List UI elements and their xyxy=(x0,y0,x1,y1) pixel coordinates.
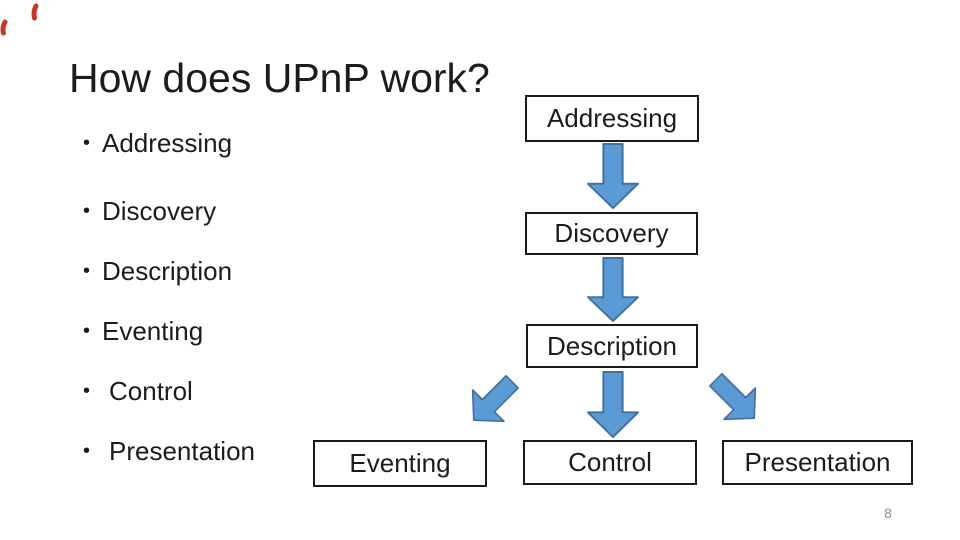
bullet-item-control: • Control xyxy=(83,375,193,407)
arrow-discovery-to-description-icon xyxy=(587,257,639,322)
bullet-item-presentation: • Presentation xyxy=(83,435,255,467)
flow-box-control: Control xyxy=(523,440,697,485)
bullet-label: Control xyxy=(109,376,193,406)
bullet-marker: • xyxy=(83,132,91,154)
bullet-label: Description xyxy=(102,256,233,286)
arrow-description-to-presentation-icon xyxy=(699,363,771,435)
flow-box-label: Presentation xyxy=(744,447,891,477)
bullet-marker: • xyxy=(83,320,91,342)
bullet-label: Discovery xyxy=(102,196,217,226)
flow-box-label: Discovery xyxy=(554,218,669,248)
slide-title: How does UPnP work? xyxy=(69,55,490,101)
bullet-marker: • xyxy=(83,260,91,282)
bullet-item-description: • Description xyxy=(83,255,232,287)
arrow-addressing-to-discovery-icon xyxy=(587,143,639,209)
flow-box-label: Description xyxy=(546,330,678,361)
bullet-label: Addressing xyxy=(102,128,233,158)
red-pen-corner-marks-icon xyxy=(0,3,39,36)
bullet-label: Presentation xyxy=(109,436,255,466)
bullet-label: Eventing xyxy=(102,316,204,346)
flow-box-discovery: Discovery xyxy=(525,212,698,255)
bullet-item-eventing: • Eventing xyxy=(83,315,203,347)
flow-box-eventing: Eventing xyxy=(313,440,487,487)
flow-box-label: Addressing xyxy=(546,103,678,133)
arrow-description-to-eventing-icon xyxy=(457,365,529,437)
bullet-marker: • xyxy=(83,380,91,402)
flow-box-label: Control xyxy=(568,447,652,477)
flow-box-presentation: Presentation xyxy=(722,440,913,485)
bullet-marker: • xyxy=(83,200,91,222)
bullet-item-discovery: • Discovery xyxy=(83,195,216,227)
flow-box-addressing: Addressing xyxy=(525,95,699,142)
arrow-description-to-control-icon xyxy=(587,371,639,438)
page-number: 8 xyxy=(884,505,892,521)
bullet-item-addressing: • Addressing xyxy=(83,127,232,159)
flow-box-description: Description xyxy=(526,324,698,368)
flow-box-label: Eventing xyxy=(349,448,451,478)
bullet-marker: • xyxy=(83,440,91,462)
